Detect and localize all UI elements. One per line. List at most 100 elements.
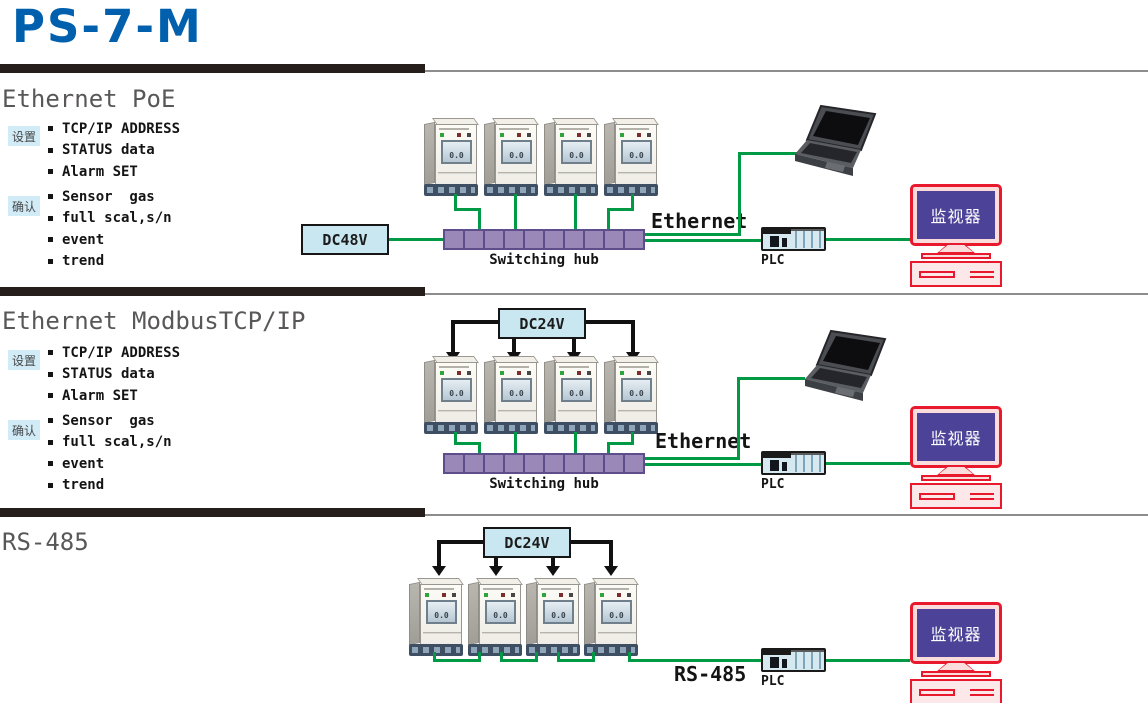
cable xyxy=(454,432,457,444)
gas-detector: 0.0 xyxy=(468,578,523,656)
cable xyxy=(607,208,634,211)
list-item: event xyxy=(48,453,172,475)
section-title: RS-485 xyxy=(2,528,89,556)
device-lcd: 0.0 xyxy=(561,378,592,402)
keyboard-icon xyxy=(910,261,1002,287)
cable xyxy=(826,659,910,662)
hub-label: Switching hub xyxy=(489,476,599,492)
cable xyxy=(737,377,740,460)
bullet-icon xyxy=(48,126,53,132)
cable xyxy=(645,457,740,460)
gas-detector: 0.0 xyxy=(409,578,464,656)
cable xyxy=(737,377,805,380)
cable xyxy=(557,659,595,662)
gas-detector: 0.0 xyxy=(604,118,659,196)
list-item: full scal,s/n xyxy=(48,208,172,230)
section-title: Ethernet PoE xyxy=(2,85,176,113)
power-arrow xyxy=(437,540,483,544)
setup-badge: 设置 xyxy=(8,350,40,370)
monitor-screen: 监视器 xyxy=(917,609,995,657)
power-arrow xyxy=(451,320,455,354)
cable xyxy=(389,238,443,241)
confirm-badge: 确认 xyxy=(8,196,40,216)
keyboard-icon xyxy=(910,679,1002,703)
list-item: Sensor gas xyxy=(48,410,172,432)
bullet-icon xyxy=(48,371,53,377)
led-icon xyxy=(484,593,488,597)
confirm-list: Sensor gas full scal,s/n event trend xyxy=(48,410,172,496)
list-item: event xyxy=(48,229,172,251)
monitor-screen: 监视器 xyxy=(917,413,995,461)
device-lcd: 0.0 xyxy=(485,600,516,624)
led-icon xyxy=(425,593,429,597)
led-icon xyxy=(542,593,546,597)
list-item: STATUS data xyxy=(48,364,180,386)
cable xyxy=(500,659,538,662)
gas-detector: 0.0 xyxy=(604,356,659,434)
led-icon xyxy=(440,371,444,375)
cable xyxy=(592,652,595,662)
device-lcd: 0.0 xyxy=(441,378,472,402)
list-item: trend xyxy=(48,475,172,497)
bus-label: Ethernet xyxy=(651,209,748,233)
list-item: full scal,s/n xyxy=(48,432,172,454)
cable xyxy=(574,194,577,231)
arrow-head-icon xyxy=(604,566,618,576)
cable xyxy=(478,652,481,662)
plc-label: PLC xyxy=(761,674,785,689)
hub-label: Switching hub xyxy=(489,252,599,268)
device-lcd: 0.0 xyxy=(601,600,632,624)
cable xyxy=(607,208,610,231)
cable xyxy=(607,442,634,445)
section-divider-bar xyxy=(0,64,425,73)
laptop-icon xyxy=(795,104,877,176)
power-arrow xyxy=(551,558,555,568)
led-icon xyxy=(500,371,504,375)
switching-hub xyxy=(443,229,645,250)
cable xyxy=(826,462,910,465)
cable xyxy=(645,239,762,242)
bullet-icon xyxy=(48,482,53,488)
power-arrow xyxy=(572,339,576,354)
cable xyxy=(514,432,517,455)
bullet-icon xyxy=(48,350,53,356)
power-arrow xyxy=(571,540,613,544)
section-divider-bar xyxy=(0,508,425,517)
cable xyxy=(645,463,762,466)
list-item: STATUS data xyxy=(48,140,180,162)
plc-label: PLC xyxy=(761,477,785,492)
gas-detector: 0.0 xyxy=(544,118,599,196)
monitor-screen: 监视器 xyxy=(917,191,995,239)
list-item: Sensor gas xyxy=(48,186,172,208)
cable xyxy=(631,194,634,210)
bullet-icon xyxy=(48,194,53,200)
led-icon xyxy=(600,593,604,597)
plc: PLC xyxy=(761,451,827,492)
section-divider-line xyxy=(425,70,1148,72)
power-arrow xyxy=(609,540,613,568)
confirm-badge: 确认 xyxy=(8,420,40,440)
setup-list: TCP/IP ADDRESS STATUS data Alarm SET xyxy=(48,342,180,407)
cable xyxy=(454,194,457,210)
list-item: trend xyxy=(48,251,172,273)
cable xyxy=(433,652,436,662)
plc: PLC xyxy=(761,648,827,689)
bullet-icon xyxy=(48,258,53,264)
cable xyxy=(514,194,517,231)
power-arrow xyxy=(512,339,516,354)
cable xyxy=(738,152,741,236)
power-arrow xyxy=(586,320,635,324)
led-icon xyxy=(500,133,504,137)
bullet-icon xyxy=(48,237,53,243)
list-item: Alarm SET xyxy=(48,385,180,407)
gas-detector: 0.0 xyxy=(484,356,539,434)
device-lcd: 0.0 xyxy=(543,600,574,624)
section-divider-line xyxy=(425,293,1148,295)
setup-badge: 设置 xyxy=(8,126,40,146)
device-lcd: 0.0 xyxy=(501,140,532,164)
device-lcd: 0.0 xyxy=(621,378,652,402)
cable xyxy=(535,652,538,662)
switching-hub xyxy=(443,453,645,474)
cable xyxy=(645,233,741,236)
section-title: Ethernet ModbusTCP/IP xyxy=(2,307,306,335)
